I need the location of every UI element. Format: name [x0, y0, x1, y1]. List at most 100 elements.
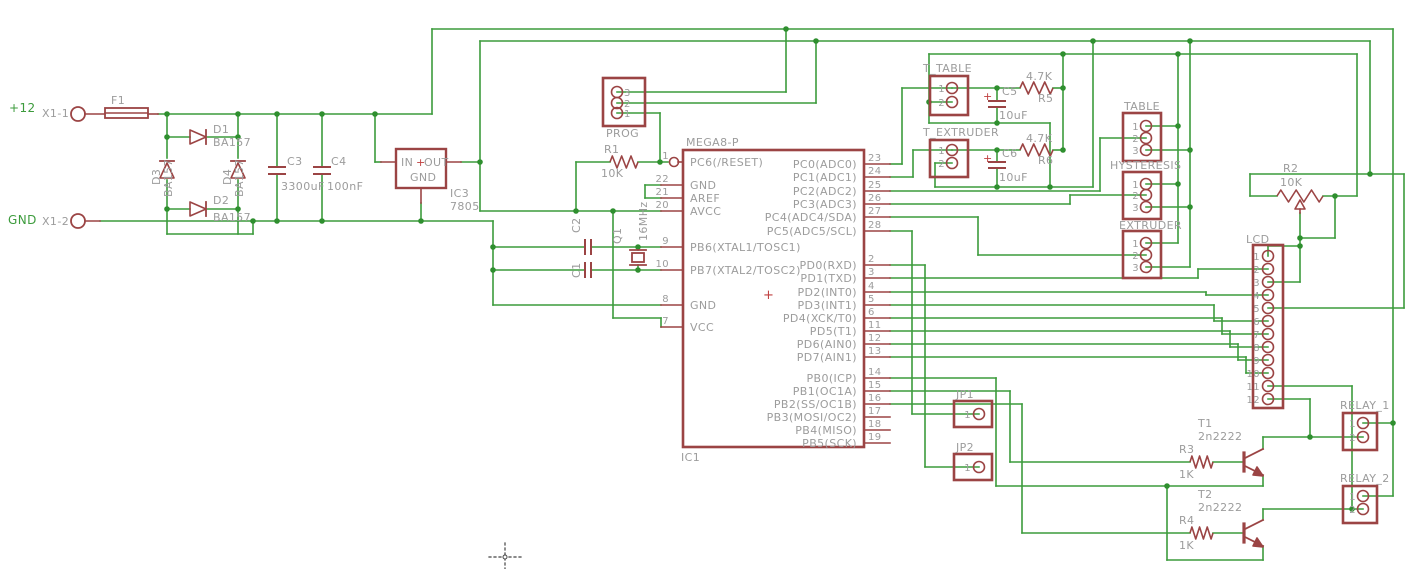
- header-LCD-pin-10[interactable]: [1261, 366, 1275, 380]
- ic-pin-number: 10: [655, 259, 669, 270]
- junction-dot: [1060, 147, 1066, 153]
- diode-D4[interactable]: [230, 162, 246, 179]
- header-T_TABLE[interactable]: [928, 74, 970, 117]
- header-pin-number: 2: [938, 159, 945, 170]
- crystal-Q1[interactable]: [631, 252, 645, 263]
- header-TABLE-pin-2[interactable]: [1139, 131, 1153, 145]
- header-T_TABLE-pin-1[interactable]: [945, 81, 959, 95]
- junction-dot: [573, 208, 579, 214]
- ic-pin-label: PC6(/RESET): [690, 156, 763, 169]
- header-LCD-pin-8[interactable]: [1261, 340, 1275, 354]
- junction-dot: [319, 218, 325, 224]
- header-LCD-pin-2[interactable]: [1261, 262, 1275, 276]
- header-TABLE-pin-1[interactable]: [1139, 119, 1153, 133]
- net-label: GND: [8, 213, 37, 227]
- header-EXTRUDER-pin-3[interactable]: [1139, 260, 1153, 274]
- label: C1: [570, 263, 583, 278]
- header-LCD-pin-4[interactable]: [1261, 288, 1275, 302]
- diode-D2[interactable]: [189, 201, 207, 217]
- header-TABLE-pin-3[interactable]: [1139, 143, 1153, 157]
- diode-D3[interactable]: [159, 162, 175, 179]
- ic-pin-number: 5: [868, 294, 875, 305]
- junction-dot: [1187, 204, 1193, 210]
- regulator-IC3[interactable]: [394, 147, 448, 190]
- ic-pin-label: PB7(XTAL2/TOSC2): [690, 264, 801, 277]
- resistor-R4[interactable]: [1189, 526, 1214, 540]
- resistor-R5[interactable]: [1019, 81, 1054, 95]
- label: +: [983, 90, 993, 103]
- header-T_TABLE-pin-2[interactable]: [945, 95, 959, 109]
- label: JP2: [955, 441, 974, 454]
- header-JP1-pin-1[interactable]: [972, 407, 986, 421]
- ic-pin-label: PC3(ADC3): [793, 198, 857, 211]
- header-PROG-pin-1[interactable]: [610, 106, 624, 120]
- header-pin-number: 3: [1132, 263, 1139, 274]
- junction-dot: [372, 111, 378, 117]
- header-LCD-pin-3[interactable]: [1261, 275, 1275, 289]
- header-HYSTERESIS[interactable]: [1121, 170, 1163, 221]
- resistor-R1[interactable]: [609, 155, 639, 169]
- label: F1: [111, 94, 125, 107]
- diode-D1[interactable]: [189, 129, 207, 145]
- header-JP1[interactable]: [952, 399, 994, 429]
- resistor-R2[interactable]: [1276, 189, 1324, 203]
- header-JP2[interactable]: [952, 452, 994, 482]
- pad-X1-1[interactable]: [70, 106, 86, 122]
- header-PROG-pin-2[interactable]: [610, 96, 624, 110]
- header-HYSTERESIS-pin-2[interactable]: [1139, 188, 1153, 202]
- header-LCD-pin-1[interactable]: [1261, 249, 1275, 263]
- junction-dot: [1390, 420, 1396, 426]
- junction-dot: [994, 147, 1000, 153]
- header-RELAY_1-pin-2[interactable]: [1356, 430, 1370, 444]
- header-JP2-pin-1[interactable]: [972, 460, 986, 474]
- junction-dot: [1367, 171, 1373, 177]
- header-TABLE[interactable]: [1121, 111, 1163, 163]
- header-EXTRUDER[interactable]: [1121, 229, 1163, 280]
- header-RELAY_2-pin-2[interactable]: [1356, 502, 1370, 516]
- label: T_TABLE: [922, 62, 972, 75]
- header-T_EXTRUDER-pin-2[interactable]: [945, 156, 959, 170]
- label: C5: [1002, 85, 1017, 98]
- junction-dot: [1047, 184, 1053, 190]
- header-pin-number: 11: [1246, 382, 1260, 393]
- header-LCD-pin-9[interactable]: [1261, 353, 1275, 367]
- junction-dot: [635, 244, 641, 250]
- header-LCD-pin-7[interactable]: [1261, 327, 1275, 341]
- ic-pin-label: PD6(AIN0): [797, 338, 857, 351]
- header-EXTRUDER-pin-2[interactable]: [1139, 248, 1153, 262]
- header-LCD-pin-6[interactable]: [1261, 314, 1275, 328]
- ic-pin-number: 4: [868, 281, 875, 292]
- cursor-crosshair-center[interactable]: [502, 554, 508, 560]
- header-T_EXTRUDER[interactable]: [928, 138, 970, 179]
- header-LCD-pin-12[interactable]: [1261, 392, 1275, 406]
- header-pin-number: 1: [938, 146, 945, 157]
- ic-MEGA8-P[interactable]: [681, 148, 866, 449]
- header-T_EXTRUDER-pin-1[interactable]: [945, 143, 959, 157]
- ic-pin-number: 19: [868, 432, 882, 443]
- header-EXTRUDER-pin-1[interactable]: [1139, 236, 1153, 250]
- header-RELAY_1[interactable]: [1341, 411, 1379, 452]
- resistor-R6[interactable]: [1019, 143, 1054, 157]
- header-LCD-pin-11[interactable]: [1261, 379, 1275, 393]
- header-PROG[interactable]: [601, 76, 647, 128]
- header-pin-number: 7: [1253, 330, 1260, 341]
- header-RELAY_2-pin-1[interactable]: [1356, 489, 1370, 503]
- ic-pin-label: PC1(ADC1): [793, 171, 857, 184]
- ic-pin-number: 12: [868, 333, 882, 344]
- header-HYSTERESIS-pin-3[interactable]: [1139, 200, 1153, 214]
- resistor-R3[interactable]: [1189, 455, 1214, 469]
- header-LCD[interactable]: [1251, 243, 1285, 410]
- ic-pin-number: 8: [662, 294, 669, 305]
- transistor-T2-arrow[interactable]: [1252, 537, 1264, 548]
- pad-X1-2[interactable]: [70, 213, 86, 229]
- header-RELAY_1-pin-1[interactable]: [1356, 416, 1370, 430]
- header-LCD-pin-5[interactable]: [1261, 301, 1275, 315]
- transistor-T1-arrow[interactable]: [1252, 466, 1264, 477]
- ic-pin-label: PB3(MOSI/OC2): [767, 411, 857, 424]
- header-RELAY_2[interactable]: [1341, 484, 1379, 525]
- header-pin-number: 3: [1132, 203, 1139, 214]
- junction-dot: [1332, 193, 1338, 199]
- label: RELAY_2: [1340, 472, 1390, 485]
